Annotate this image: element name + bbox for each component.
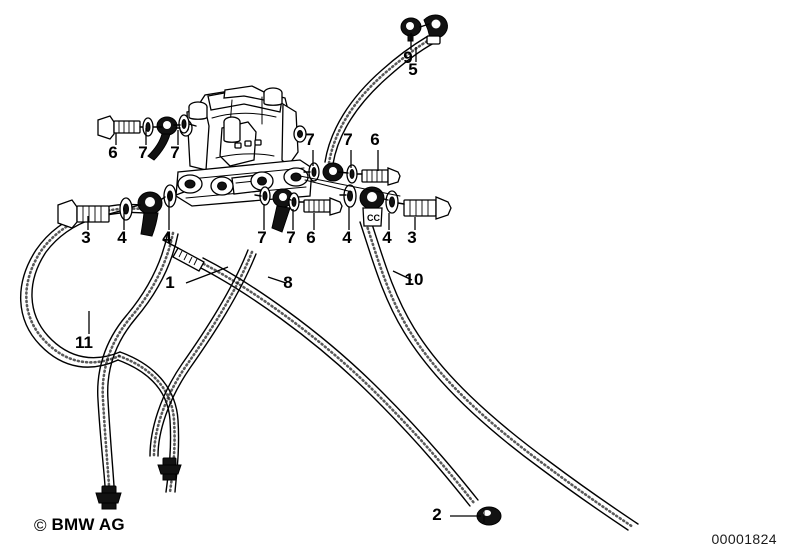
callout-number: 3 xyxy=(407,228,416,247)
hollow-bolt-6-right xyxy=(361,167,401,186)
callout-3: 3 xyxy=(407,217,417,247)
block-top-boss-center xyxy=(223,116,241,143)
sealing-ring-4-left-a xyxy=(119,197,133,221)
callout-number: 7 xyxy=(257,228,266,247)
hollow-bolt-3-left xyxy=(57,199,121,229)
brake-pipe-distributor-block xyxy=(175,85,313,207)
callout-number: 7 xyxy=(170,143,179,162)
sealing-ring-7-bottom-b xyxy=(288,192,300,212)
callout-7: 7 xyxy=(257,204,267,247)
hose-8-branch xyxy=(149,249,257,458)
block-top-boss-left xyxy=(188,101,208,120)
part-number: 00001824 xyxy=(711,531,777,547)
callout-number: 7 xyxy=(138,143,147,162)
block-top-boss-right xyxy=(263,87,283,106)
callout-number: 7 xyxy=(305,130,314,149)
callout-number: 5 xyxy=(408,60,417,79)
callout-number: 2 xyxy=(432,505,441,524)
hose-11 xyxy=(19,203,182,494)
hose-5-top-fitting xyxy=(423,14,448,45)
block-port-midleft xyxy=(210,176,234,196)
callout-number: 1 xyxy=(165,273,174,292)
block-port-midright xyxy=(250,171,274,191)
hose-1-banjo-eye xyxy=(137,191,163,237)
callout-number: 6 xyxy=(306,228,315,247)
hose-10 xyxy=(359,217,639,531)
hose-11-end-fitting xyxy=(157,457,182,481)
callout-6: 6 xyxy=(306,213,316,247)
callout-number: 9 xyxy=(403,48,412,67)
callout-7: 7 xyxy=(170,130,180,162)
copyright-icon: © xyxy=(34,515,47,535)
callout-9: 9 xyxy=(403,33,413,67)
block-side-port-right xyxy=(293,125,307,143)
sealing-ring-4-right-a xyxy=(343,184,357,208)
callout-4: 4 xyxy=(117,208,127,247)
hose-5 xyxy=(324,14,448,165)
callout-number: 4 xyxy=(117,228,127,247)
callout-10: 10 xyxy=(392,270,424,289)
sealing-ring-7-right-b xyxy=(346,164,358,184)
sealing-ring-7-left-b xyxy=(178,114,190,134)
callout-leader xyxy=(267,276,287,284)
hose-11-banjo-eye xyxy=(147,116,178,161)
callout-number: 7 xyxy=(343,130,352,149)
callout-number: 6 xyxy=(370,130,379,149)
callout-8: 8 xyxy=(267,273,293,292)
block-port-right xyxy=(283,167,309,187)
callout-number: 11 xyxy=(75,333,93,352)
sealing-ring-4-left-b xyxy=(163,184,177,208)
hose-1-end-fitting xyxy=(95,485,122,510)
callout-number: 4 xyxy=(162,228,172,247)
block-port-left xyxy=(177,174,203,194)
copyright-text: BMW AG xyxy=(51,515,125,534)
callout-3: 3 xyxy=(81,216,91,247)
sealing-ring-7-left-a xyxy=(142,117,154,137)
svg-text:CC: CC xyxy=(367,213,380,223)
callout-number: 8 xyxy=(283,273,292,292)
callout-2: 2 xyxy=(432,505,481,524)
callout-4: 4 xyxy=(342,207,352,247)
hose-10-banjo-eye: CC xyxy=(359,186,385,227)
hollow-bolt-6-left xyxy=(97,115,151,140)
hose-8-banjo-eye xyxy=(271,188,294,233)
callout-4: 4 xyxy=(162,192,172,247)
callout-1: 1 xyxy=(165,266,229,292)
hose-1 xyxy=(95,231,179,510)
callout-7: 7 xyxy=(305,130,315,166)
callout-7: 7 xyxy=(343,130,353,168)
hose-8-ferrule xyxy=(172,247,205,272)
sealing-ring-4-right-b xyxy=(385,190,399,214)
callout-leader xyxy=(392,270,413,281)
callout-number: 3 xyxy=(81,228,90,247)
callout-number: 6 xyxy=(108,143,117,162)
callout-6: 6 xyxy=(370,130,380,171)
callout-11: 11 xyxy=(75,311,93,352)
callout-5: 5 xyxy=(408,47,418,79)
callout-7: 7 xyxy=(138,128,148,162)
hollow-bolt-6-bottom xyxy=(303,197,343,216)
callout-6: 6 xyxy=(108,133,118,162)
callout-7: 7 xyxy=(286,209,296,247)
hollow-bolt-3-right xyxy=(403,196,452,220)
callout-number: 10 xyxy=(405,270,424,289)
callout-number: 4 xyxy=(342,228,352,247)
copyright-block: © BMW AG xyxy=(34,515,125,535)
callout-number: 7 xyxy=(286,228,295,247)
callout-4: 4 xyxy=(382,213,392,247)
callout-leader xyxy=(185,266,229,284)
callout-number: 4 xyxy=(382,228,392,247)
